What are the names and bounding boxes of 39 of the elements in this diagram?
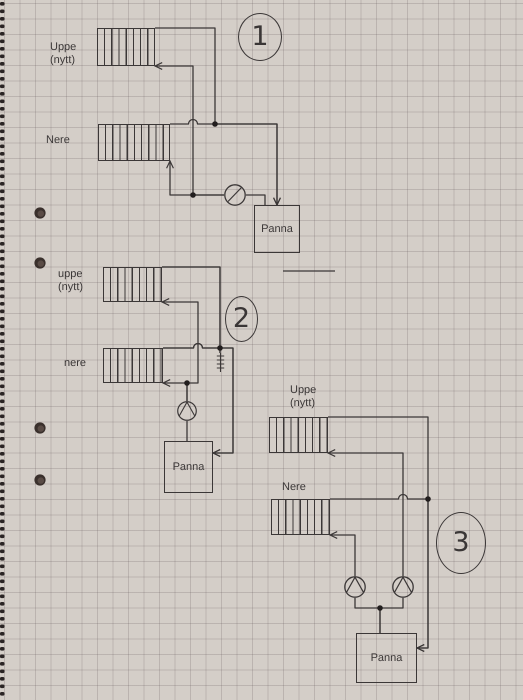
number-circle	[436, 512, 486, 574]
diagram-number: 2	[232, 304, 250, 334]
pipe-line	[246, 194, 266, 205]
pump-symbol	[392, 576, 414, 598]
radiator	[103, 348, 163, 383]
radiator-label: Nere	[282, 481, 307, 494]
radiator	[97, 28, 155, 66]
radiator-label: Nere	[46, 134, 71, 147]
pipe-line	[379, 598, 404, 633]
boiler-box	[254, 205, 300, 253]
number-circle	[238, 13, 282, 61]
diagram-number: 1	[251, 22, 269, 52]
radiator-label: Uppe (nytt)	[50, 41, 78, 66]
radiator-label: uppe (nytt)	[58, 268, 84, 294]
pipe-arrow	[166, 160, 224, 196]
hatched-pipe-end	[216, 353, 224, 372]
radiator	[271, 499, 330, 535]
pipe-arrow	[162, 379, 188, 401]
pipe-line	[163, 342, 221, 353]
pipe-arrow	[327, 449, 404, 576]
boiler-label: Panna	[370, 652, 402, 664]
pump-symbol	[344, 576, 366, 598]
boiler-box	[356, 633, 417, 683]
number-circle	[225, 296, 258, 342]
pipe-arrow	[330, 494, 429, 652]
radiator-label: Uppe (nytt)	[290, 384, 318, 410]
boiler-label: Panna	[172, 460, 204, 474]
boiler-label: Panna	[261, 222, 293, 236]
diagram-number: 3	[452, 528, 470, 558]
pump-symbol	[224, 184, 246, 206]
boiler-box	[164, 441, 213, 493]
radiator	[98, 124, 170, 161]
pipe-line	[186, 421, 188, 441]
pipe-arrow	[170, 118, 281, 206]
radiator	[269, 417, 328, 453]
radiator	[103, 267, 162, 302]
pump-symbol	[177, 401, 197, 421]
pipe-arrow	[329, 531, 356, 576]
radiator-label: nere	[64, 357, 88, 370]
